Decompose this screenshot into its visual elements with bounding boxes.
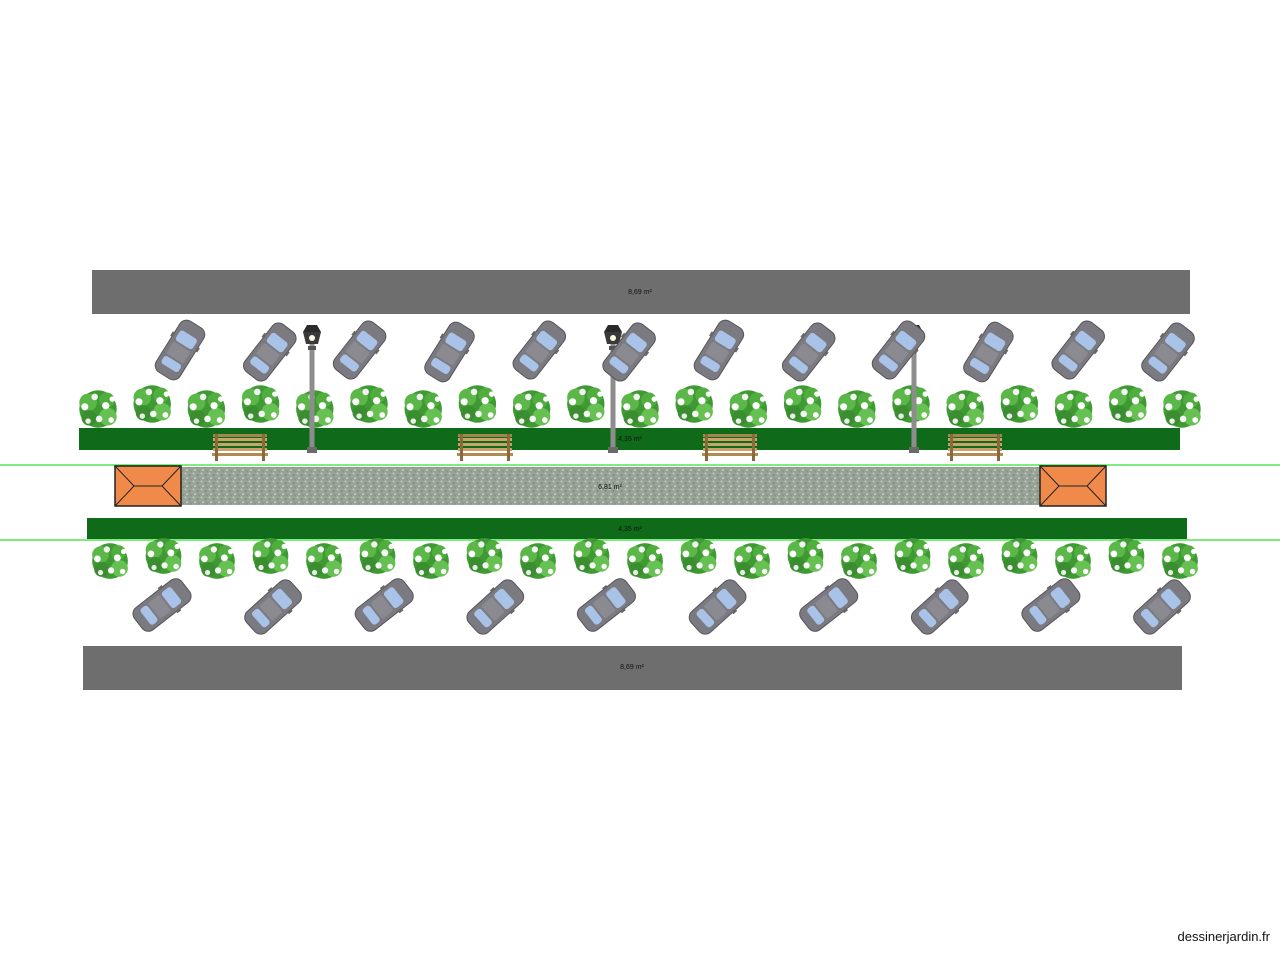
car-icon — [572, 573, 641, 637]
car-icon — [328, 316, 392, 384]
car-icon — [507, 316, 571, 384]
shrub-icon — [787, 538, 824, 574]
shrub-icon — [92, 543, 128, 579]
shrub-icon — [306, 543, 342, 579]
car-icon — [419, 317, 480, 387]
car-icon — [1016, 573, 1085, 637]
shrub-icon — [892, 385, 930, 423]
shrub-icon — [627, 543, 663, 579]
shrub-icon — [79, 390, 117, 428]
car-icon — [350, 573, 419, 637]
shrub-icon — [675, 385, 713, 423]
road-bottom-area-label: 8,69 m² — [620, 664, 644, 671]
shrub-icon — [783, 385, 822, 423]
shrub-icon — [413, 543, 449, 579]
shrub-icon — [1001, 538, 1038, 574]
pavilion-roof-icon — [1039, 465, 1107, 507]
car-icon — [794, 573, 863, 637]
shrub-icon — [133, 385, 171, 423]
shrub-icon — [1054, 390, 1093, 428]
shrub-icon — [1000, 385, 1039, 423]
shrub-row-bottom — [92, 538, 1198, 579]
car-icon — [150, 315, 210, 385]
shrub-icon — [946, 390, 984, 428]
car-icon — [777, 318, 841, 386]
car-icon — [461, 574, 529, 640]
car-icon — [866, 316, 931, 384]
lawn-bottom-area-label: 4,35 m² — [618, 526, 642, 533]
shrub-icon — [894, 538, 931, 574]
lawn-top — [79, 428, 1180, 450]
shrub-icon — [680, 538, 717, 574]
car-icon — [1046, 316, 1110, 384]
shrub-icon — [199, 543, 235, 579]
shrub-icon — [1108, 538, 1145, 574]
shrub-icon — [1163, 390, 1201, 428]
shrub-icon — [404, 390, 442, 428]
shrub-icon — [838, 390, 876, 428]
road-top — [92, 270, 1190, 314]
shrub-icon — [350, 385, 388, 423]
gravel-path-area-label: 6,81 m² — [598, 484, 622, 491]
shrub-icon — [458, 385, 497, 423]
shrub-icon — [512, 390, 551, 428]
car-icon — [238, 318, 302, 386]
car-icon — [128, 573, 196, 637]
car-icon — [688, 315, 749, 385]
shrub-icon — [621, 390, 659, 428]
shrub-icon — [252, 538, 289, 574]
car-icon — [1128, 574, 1196, 640]
shrub-row-top — [79, 385, 1201, 428]
shrub-icon — [520, 543, 556, 579]
gravel-path — [170, 467, 1050, 505]
shrub-icon — [145, 538, 182, 574]
road-top-area-label: 8,69 m² — [628, 289, 652, 296]
pavilion-roof-icon — [114, 465, 182, 507]
car-icon — [684, 574, 752, 640]
road-bottom — [83, 646, 1182, 690]
car-row-bottom — [128, 573, 1196, 640]
shrub-icon — [734, 543, 770, 579]
shrub-icon — [1055, 543, 1091, 579]
lawn-bottom — [87, 518, 1187, 539]
car-icon — [958, 317, 1019, 387]
lawn-top-area-label: 4,35 m² — [618, 436, 642, 443]
shrub-icon — [841, 543, 877, 579]
shrub-icon — [948, 543, 984, 579]
shrub-icon — [573, 538, 610, 574]
car-icon — [239, 574, 307, 640]
shrub-icon — [729, 390, 768, 428]
shrub-icon — [1162, 543, 1198, 579]
shrub-icon — [359, 538, 396, 574]
shrub-icon — [241, 385, 280, 423]
shrub-icon — [1109, 385, 1147, 423]
car-icon — [906, 574, 974, 640]
shrub-icon — [466, 538, 503, 574]
watermark: dessinerjardin.fr — [1177, 929, 1271, 944]
car-icon — [1136, 318, 1200, 386]
shrub-icon — [187, 390, 226, 428]
shrub-icon — [296, 390, 334, 428]
shrub-icon — [567, 385, 605, 423]
